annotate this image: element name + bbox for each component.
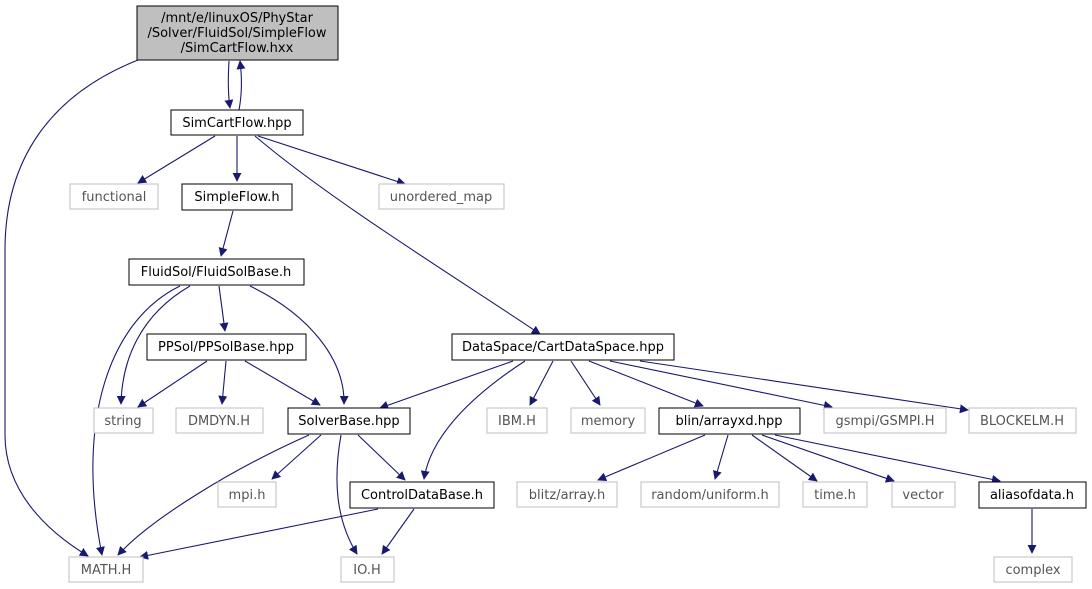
edge-solverbase-to-math [117, 434, 310, 556]
node-root-line-1: /mnt/e/linuxOS/PhyStar [161, 11, 313, 26]
node-gsmpi-h: gsmpi/GSMPI.H [823, 407, 947, 434]
node-ibm-h: IBM.H [486, 407, 548, 434]
node-fluidsolbase-label: FluidSol/FluidSolBase.h [141, 265, 291, 280]
edge-cartdataspace-to-memory [570, 360, 601, 406]
edges [4, 59, 1037, 560]
node-blitz-array-label: blitz/array.h [529, 488, 605, 503]
node-complex: complex [993, 556, 1073, 583]
node-solverbase-label: SolverBase.hpp [298, 414, 399, 429]
edge-solverbase-to-io [336, 434, 358, 555]
node-arrayxd-label: blin/arrayxd.hpp [675, 414, 782, 429]
node-simpleflow-label: SimpleFlow.h [194, 190, 279, 205]
edge-simcartflow-to-unordered-map [257, 135, 406, 186]
node-controldatabase-label: ControlDataBase.h [361, 488, 483, 503]
node-memory: memory [570, 407, 646, 434]
node-complex-label: complex [1005, 563, 1060, 578]
node-blockelm-label: BLOCKELM.H [980, 414, 1064, 429]
node-cartdataspace-hpp[interactable]: DataSpace/CartDataSpace.hpp [451, 333, 675, 361]
node-io-label: IO.H [353, 563, 380, 578]
edge-cartdataspace-to-solverbase [379, 360, 514, 410]
node-aliasofdata-h[interactable]: aliasofdata.h [978, 481, 1087, 509]
node-blitz-array-h: blitz/array.h [516, 481, 618, 508]
node-fluidsolbase-h[interactable]: FluidSol/FluidSolBase.h [128, 258, 305, 286]
edge-arrayxd-to-vector [761, 434, 895, 483]
node-unordered-map-label: unordered_map [390, 190, 493, 205]
edge-cartdataspace-to-ibm [529, 360, 554, 406]
node-ppsolbase-label: PPSol/PPSolBase.hpp [158, 340, 294, 355]
node-ppsolbase-hpp[interactable]: PPSol/PPSolBase.hpp [146, 333, 307, 361]
nodes: /mnt/e/linuxOS/PhyStar /Solver/FluidSol/… [68, 5, 1087, 583]
node-vector-label: vector [902, 488, 944, 503]
edge-ppsolbase-to-solverbase [244, 360, 321, 406]
node-functional: functional [69, 183, 159, 210]
edge-fluidsolbase-to-math [92, 285, 181, 556]
edge-simcartflow-to-cartdataspace [254, 135, 541, 335]
node-simcartflow-label: SimCartFlow.hpp [182, 116, 291, 131]
edge-cartdataspace-to-blockelm [639, 360, 969, 414]
node-memory-label: memory [581, 414, 636, 429]
edge-arrayxd-to-aliasofdata [774, 434, 1001, 484]
node-controldatabase-h[interactable]: ControlDataBase.h [349, 481, 495, 509]
edge-cartdataspace-to-arrayxd [588, 360, 704, 408]
edge-solverbase-to-mpi [271, 434, 322, 480]
edge-cartdataspace-to-controldatabase [420, 360, 526, 480]
edge-simcartflow-to-functional [137, 135, 216, 184]
node-arrayxd-hpp[interactable]: blin/arrayxd.hpp [658, 407, 801, 435]
edge-controldatabase-to-io [381, 508, 415, 555]
edge-arrayxd-to-time [751, 434, 818, 482]
node-dmdyn-label: DMDYN.H [188, 414, 250, 429]
node-gsmpi-label: gsmpi/GSMPI.H [835, 414, 934, 429]
edge-ppsolbase-to-dmdyn [218, 360, 228, 405]
node-time-h: time.h [802, 481, 868, 508]
node-time-label: time.h [814, 488, 856, 503]
node-aliasofdata-label: aliasofdata.h [990, 488, 1074, 503]
edge-controldatabase-to-math [139, 508, 379, 560]
node-vector: vector [891, 481, 956, 508]
edge-simcartflow-to-root [236, 60, 246, 111]
edge-arrayxd-to-uniform [712, 434, 729, 480]
node-math-h: MATH.H [68, 556, 144, 583]
node-string: string [93, 407, 154, 434]
node-solverbase-hpp[interactable]: SolverBase.hpp [287, 407, 411, 435]
node-string-label: string [104, 414, 141, 429]
edge-solverbase-to-controldatabase [357, 434, 406, 481]
edge-fluidsolbase-to-string [116, 285, 191, 405]
node-simcartflow-hpp[interactable]: SimCartFlow.hpp [170, 109, 304, 136]
node-random-uniform-label: random/uniform.h [651, 488, 769, 503]
edge-ppsolbase-to-string [137, 360, 208, 408]
node-random-uniform-h: random/uniform.h [640, 481, 780, 508]
node-dmdyn-h: DMDYN.H [175, 407, 264, 434]
edge-cartdataspace-to-gsmpi [609, 360, 833, 410]
node-math-label: MATH.H [81, 563, 132, 578]
node-cartdataspace-label: DataSpace/CartDataSpace.hpp [462, 340, 664, 355]
edge-simpleflow-to-fluidsolbase [218, 210, 234, 257]
node-root-line-2: /Solver/FluidSol/SimpleFlow [147, 26, 326, 41]
node-functional-label: functional [82, 190, 147, 205]
edge-fluidsolbase-to-solverbase [249, 285, 349, 405]
node-unordered-map: unordered_map [378, 183, 505, 210]
node-mpi-label: mpi.h [229, 488, 266, 503]
node-root-simcartflow-hxx[interactable]: /mnt/e/linuxOS/PhyStar /Solver/FluidSol/… [136, 5, 339, 61]
edge-root-to-simcartflow [224, 60, 234, 109]
node-mpi-h: mpi.h [217, 481, 277, 508]
node-simpleflow-h[interactable]: SimpleFlow.h [181, 183, 293, 211]
node-io-h: IO.H [340, 556, 395, 583]
node-root-line-3: /SimCartFlow.hxx [181, 41, 294, 56]
edge-arrayxd-to-blitzarray [597, 434, 706, 482]
edge-root-to-math [4, 59, 139, 557]
node-blockelm-h: BLOCKELM.H [968, 407, 1077, 434]
edge-fluidsolbase-to-ppsolbase [218, 285, 229, 332]
node-ibm-label: IBM.H [498, 414, 536, 429]
